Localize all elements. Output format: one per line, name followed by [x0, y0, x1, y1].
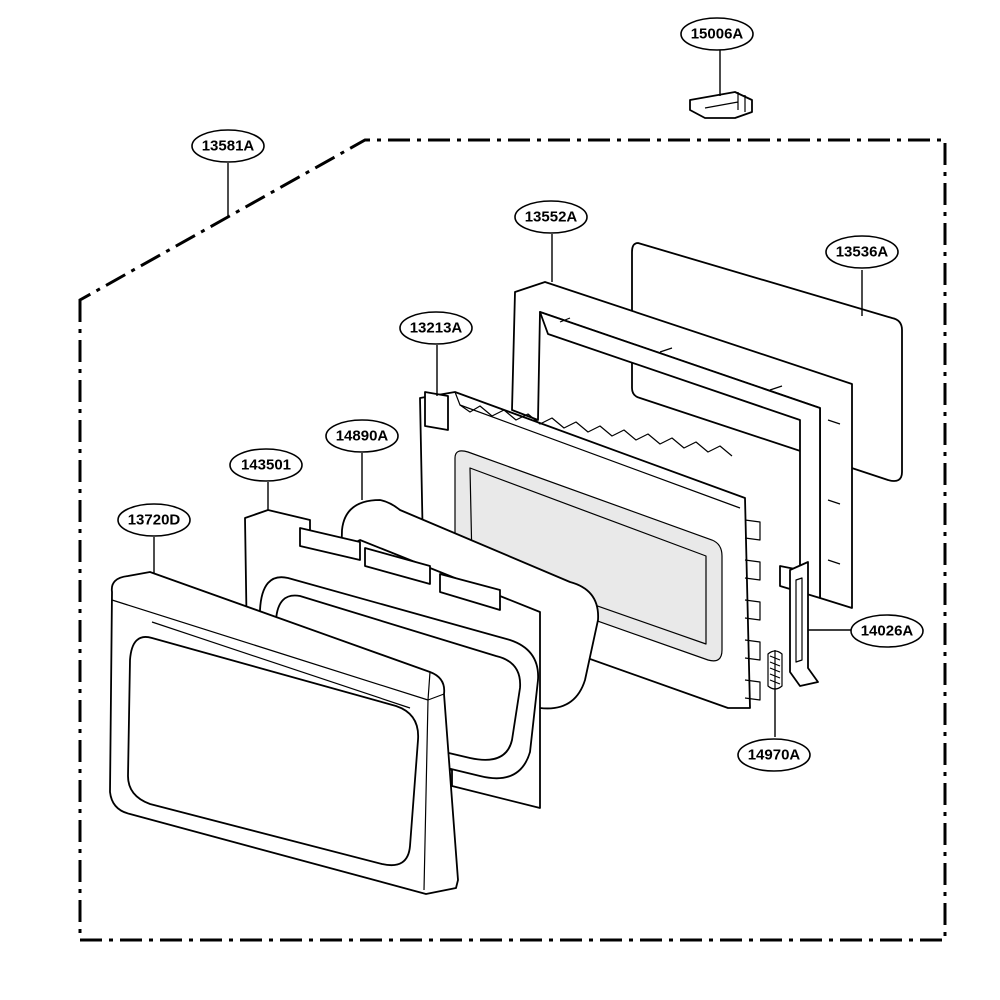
inner-door-panel-part: [419, 391, 761, 709]
callout-14970A: 14970A: [737, 738, 811, 772]
callout-14890A: 14890A: [325, 419, 399, 453]
callout-13213A: 13213A: [399, 311, 473, 345]
spring-part: [767, 650, 783, 690]
leader-lines: [153, 50, 863, 737]
callout-label-13581A: 13581A: [202, 138, 255, 155]
callout-label-13213A: 13213A: [410, 320, 463, 337]
latch-lever-part: [789, 561, 819, 687]
callout-label-13536A: 13536A: [836, 244, 889, 261]
assembly-boundary: [78, 138, 947, 942]
latch-clip-part: [689, 91, 753, 119]
callout-label-13552A: 13552A: [525, 209, 578, 226]
callout-label-14890A: 14890A: [336, 428, 389, 445]
callout-13720D: 13720D: [117, 503, 191, 537]
callout-label-14970A: 14970A: [748, 747, 801, 764]
callout-label-14026A: 14026A: [861, 623, 914, 640]
callout-label-143501: 143501: [241, 457, 291, 474]
callout-15006A: 15006A: [680, 17, 754, 51]
callout-label-15006A: 15006A: [691, 26, 744, 43]
callout-13536A: 13536A: [825, 235, 899, 269]
callout-13581A: 13581A: [191, 129, 265, 163]
callout-13552A: 13552A: [514, 200, 588, 234]
callout-14026A: 14026A: [850, 614, 924, 648]
callout-143501: 143501: [229, 448, 303, 482]
callout-label-13720D: 13720D: [128, 512, 181, 529]
door-front-part: [109, 571, 459, 895]
